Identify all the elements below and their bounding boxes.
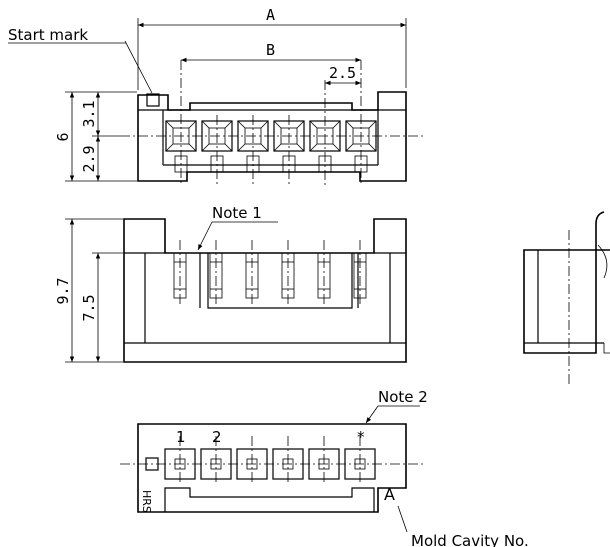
front-pins	[173, 252, 367, 299]
dimension-front-heights	[65, 218, 123, 363]
dim-b-label: B	[266, 41, 275, 59]
dimension-a	[137, 18, 407, 90]
note1-label: Note 1	[212, 204, 262, 222]
start-mark-square	[146, 93, 160, 107]
side-view	[523, 211, 610, 385]
dim-29-label: 2.9	[80, 145, 98, 172]
front-view	[123, 218, 407, 363]
pin-last-label: *	[357, 428, 365, 446]
mold-cavity-label: Mold Cavity No.	[411, 532, 529, 547]
top-view	[120, 40, 425, 185]
dim-31-label: 3.1	[80, 100, 98, 127]
pin2-label: 2	[212, 428, 222, 446]
start-mark-label: Start mark	[8, 26, 88, 44]
top-cavities	[165, 120, 377, 173]
dim-75-label: 7.5	[80, 294, 98, 321]
dim-6-label: 6	[54, 132, 72, 141]
dim-a-label: A	[266, 6, 275, 24]
cavity-letter: A	[384, 485, 395, 504]
note2-label: Note 2	[378, 388, 428, 406]
pin1-label: 1	[176, 428, 186, 446]
dim-pitch-label: 2.5	[329, 64, 356, 82]
dimension-top-heights	[65, 91, 137, 182]
dim-97-label: 9.7	[54, 277, 72, 304]
mfr-mark: HRS	[140, 490, 153, 513]
bottom-view	[120, 405, 425, 533]
